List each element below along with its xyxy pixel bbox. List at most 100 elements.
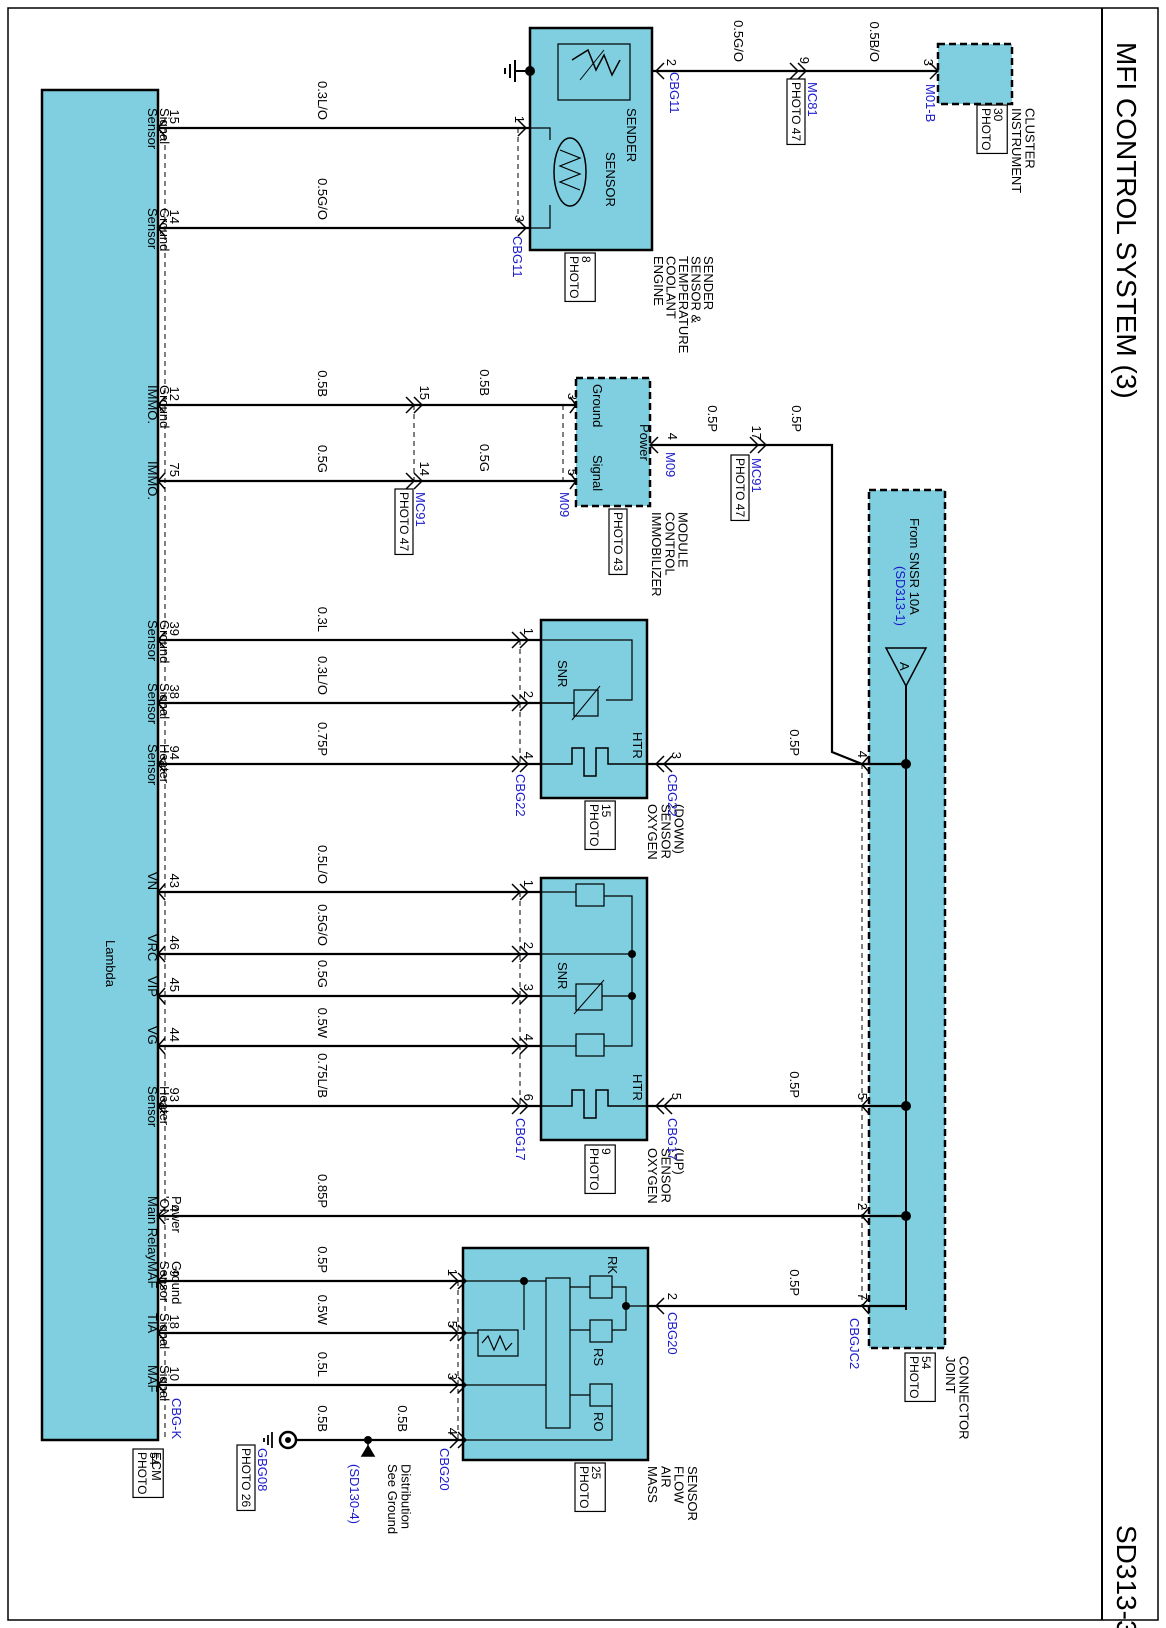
joint-pin-5: 5 <box>855 1093 870 1100</box>
cluster-name: INSTRUMENTCLUSTER <box>1009 108 1037 193</box>
sender-element <box>557 43 631 101</box>
maf-pin-2: 2 <box>665 1293 680 1300</box>
wire-label-0.5P-maf: 0.5P <box>787 1269 802 1296</box>
wire-label-0.75L/B-11-text: 0.75L/B <box>315 1053 330 1098</box>
sender-arrow-icon <box>579 49 605 81</box>
ecm-pin-label-3-text: IMMO. <box>145 461 160 500</box>
connector-cbg17-ecm-text: CBG17 <box>513 1118 528 1161</box>
mc81-photo-box-text: PHOTO 47 <box>789 82 803 141</box>
mc91-upper-photo-box-text: PHOTO 47 <box>733 458 747 517</box>
maf-node-1 <box>520 1277 528 1285</box>
connector-cbg20-ground-text: CBG20 <box>437 1448 452 1491</box>
wire-label-0.5P-immo-text: 0.5P <box>705 405 720 432</box>
o2-up-photo-box-frame <box>584 1144 616 1195</box>
connector-mc91-upper-text: MC91 <box>749 458 764 493</box>
wire-label-0.5G-mc91-text: 0.5G <box>477 444 492 472</box>
ground-distribution-note: See GroundDistribution <box>385 1464 413 1534</box>
wire-label-0.5G/O-sender-text: 0.5G/O <box>731 20 746 62</box>
ecm-connector-cbgk-text: CBG-K <box>169 1398 184 1440</box>
wire-label-0.5P-o2down-text: 0.5P <box>787 729 802 756</box>
label-layer: 15SensorSignal0.3L/O14SensorGround0.5G/O… <box>103 20 1037 1534</box>
joint-ref-sd313-1: (SD313-1) <box>893 566 908 626</box>
o2-up-cell-1 <box>575 883 605 907</box>
wire-label-0.3L-4-text: 0.3L <box>315 607 330 632</box>
wire-label-0.5W-14: 0.5W <box>315 1295 330 1326</box>
maf-node-2 <box>622 1302 630 1310</box>
ecm-pin-label-6-text: SensorHeater <box>145 744 172 786</box>
mc91-upper-photo-box-frame <box>730 454 750 522</box>
immobilizer-pin-4: 4 <box>665 433 680 440</box>
immobilizer-power-label: Power <box>637 424 652 462</box>
wire-label-0.3L/O-5-text: 0.3L/O <box>315 656 330 695</box>
ecm-pin-label-0: SensorSignal <box>145 108 172 150</box>
o2-up-pin-5: 5 <box>669 1093 684 1100</box>
ground-ref-sd130-4-text: (SD130-4) <box>347 1464 362 1524</box>
wire-immo-power-joint <box>650 443 869 766</box>
wire-label-0.5B-maf-ground: 0.5B <box>395 1405 410 1432</box>
sensor-label: SENSOR <box>603 152 618 207</box>
connector-cbg17-joint: CBG17 <box>665 1118 680 1161</box>
o2-down-pin-4-text: 4 <box>521 752 536 759</box>
ground-icon <box>504 60 516 82</box>
connector-cbg22-ecm-text: CBG22 <box>513 774 528 817</box>
o2-up-htr-label-text: HTR <box>630 1074 645 1101</box>
wire-label-0.5P-13: 0.5P <box>315 1246 330 1273</box>
mc91-pin-17-text: 17 <box>749 426 764 440</box>
o2-up-pin-6-text: 6 <box>521 1094 536 1101</box>
ecm-pin-9-text: 9 <box>167 1270 182 1277</box>
coolant-internal-wiring <box>530 127 551 229</box>
wire-label-0.5P-maf-text: 0.5P <box>787 1269 802 1296</box>
page-border <box>7 7 1159 1621</box>
diagram-code: SD313-3 <box>1111 1525 1142 1628</box>
immobilizer-power-label-text: Power <box>637 424 652 462</box>
ecm-pin-10: 10 <box>167 1367 182 1381</box>
coolant-photo-box-frame <box>564 252 596 303</box>
maf-rs-resistor <box>589 1319 613 1343</box>
wire-label-0.75P-6: 0.75P <box>315 722 330 756</box>
o2-down-htr-label-text: HTR <box>630 732 645 759</box>
connector-mc81-text: MC81 <box>805 82 820 117</box>
maf-ro-resistor <box>589 1383 613 1407</box>
connector-gbg08: GBG08 <box>255 1448 270 1491</box>
joint-photo-box-frame <box>904 1352 936 1403</box>
ecm-pin-label-2-text: IMMO.Ground <box>145 385 172 428</box>
wire-label-0.5L-15: 0.5L <box>315 1352 330 1377</box>
o2-up-pin-1-text: 1 <box>521 880 536 887</box>
wire-label-0.5P-mc91-text: 0.5P <box>789 405 804 432</box>
o2-up-pin-6: 6 <box>521 1094 536 1101</box>
coolant-pin-3-text: 3 <box>512 215 527 222</box>
o2-down-photo-box: PHOTO15 <box>584 800 616 851</box>
o2-down-heater-icon <box>541 702 647 777</box>
maf-tia-thermistor <box>477 1329 519 1357</box>
ecm-pin-39-text: 39 <box>167 622 182 636</box>
connector-gbg08-text: GBG08 <box>255 1448 270 1491</box>
connector-mc81: MC81 <box>805 82 820 117</box>
joint-marker-triangle <box>884 647 928 688</box>
thermistor-coil-icon <box>558 149 582 191</box>
connector-mc91-upper: MC91 <box>749 458 764 493</box>
mc81-pin-9: 9 <box>797 57 812 64</box>
ecm-pin-4-text: 4 <box>167 1205 182 1212</box>
o2-up-pin-5-text: 5 <box>669 1093 684 1100</box>
ecm-name-text: ECM <box>149 1452 164 1481</box>
connector-cbg20-ground: CBG20 <box>437 1448 452 1491</box>
ecm-pin-94: 94 <box>167 746 182 760</box>
coolant-pin-1: 1 <box>512 116 527 123</box>
sender-label-text: SENDER <box>624 108 639 162</box>
immobilizer-ground-label-text: Ground <box>590 384 605 427</box>
ecm-pin-label-8-text: VRC <box>145 934 160 961</box>
maf-ro-label: RO <box>591 1412 606 1432</box>
wire-label-0.5G/O-1: 0.5G/O <box>315 178 330 220</box>
maf-rk-label-text: RK <box>605 1256 620 1274</box>
wire-label-0.75P-6-text: 0.75P <box>315 722 330 756</box>
o2-up-pin-4-text: 4 <box>521 1034 536 1041</box>
ecm-pin-label-13-text: MAFSensorGround <box>145 1261 184 1304</box>
coolant-sensor-name-text: ENGINECOOLANTTEMPERATURESENSOR &SENDER <box>651 256 716 354</box>
ecm-pin-18: 18 <box>167 1315 182 1329</box>
sensor-label-text: SENSOR <box>603 152 618 207</box>
maf-photo-box-text: PHOTO25 <box>577 1466 603 1508</box>
gbg08-photo-box: PHOTO 26 <box>236 1444 256 1512</box>
connector-mc91-lower: MC91 <box>413 492 428 527</box>
ecm-pin-label-14: TIASignal <box>145 1313 172 1349</box>
o2-up-heater-icon <box>541 1089 647 1119</box>
